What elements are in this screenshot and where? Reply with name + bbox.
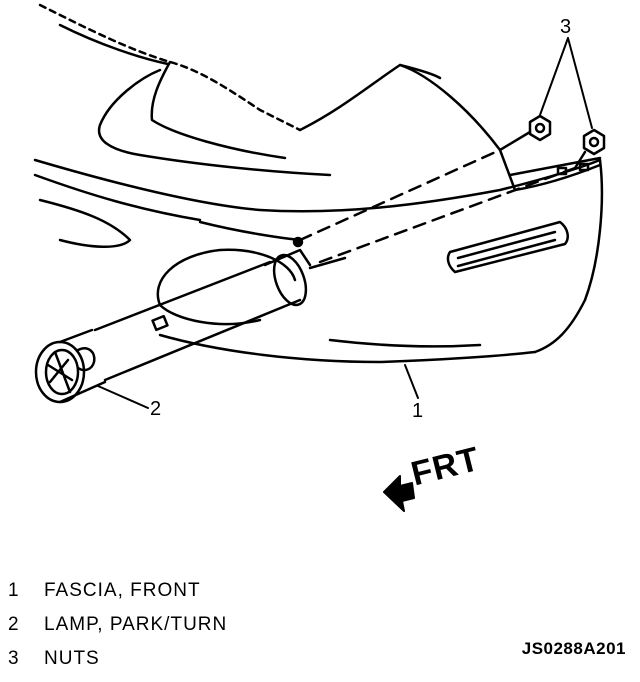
park-turn-lamp-drawing	[34, 248, 312, 404]
figure-code: JS0288A201	[521, 639, 626, 658]
callout-leader-lines	[97, 37, 593, 409]
legend-number: 1	[8, 580, 20, 601]
legend-item: 3 NUTS	[8, 648, 408, 682]
legend-text: NUTS	[44, 648, 100, 669]
legend-number: 3	[8, 648, 20, 669]
callout-number-2: 2	[150, 398, 162, 420]
legend-text: LAMP, PARK/TURN	[44, 614, 228, 635]
legend-item: 1 FASCIA, FRONT	[8, 580, 408, 614]
legend-text: FASCIA, FRONT	[44, 580, 201, 601]
stud-alignment-lines	[292, 130, 587, 270]
legend-item: 2 LAMP, PARK/TURN	[8, 614, 408, 648]
front-direction-arrow-icon	[383, 475, 415, 512]
callout-number-3: 3	[560, 16, 572, 38]
parts-legend: 1 FASCIA, FRONT 2 LAMP, PARK/TURN 3 NUTS	[8, 580, 408, 682]
legend-number: 2	[8, 614, 20, 635]
nut-icon	[582, 128, 606, 156]
front-fascia-outline	[33, 3, 604, 364]
exploded-view-diagram	[33, 3, 606, 512]
callout-number-1: 1	[412, 400, 424, 422]
nut-icon	[528, 114, 552, 142]
